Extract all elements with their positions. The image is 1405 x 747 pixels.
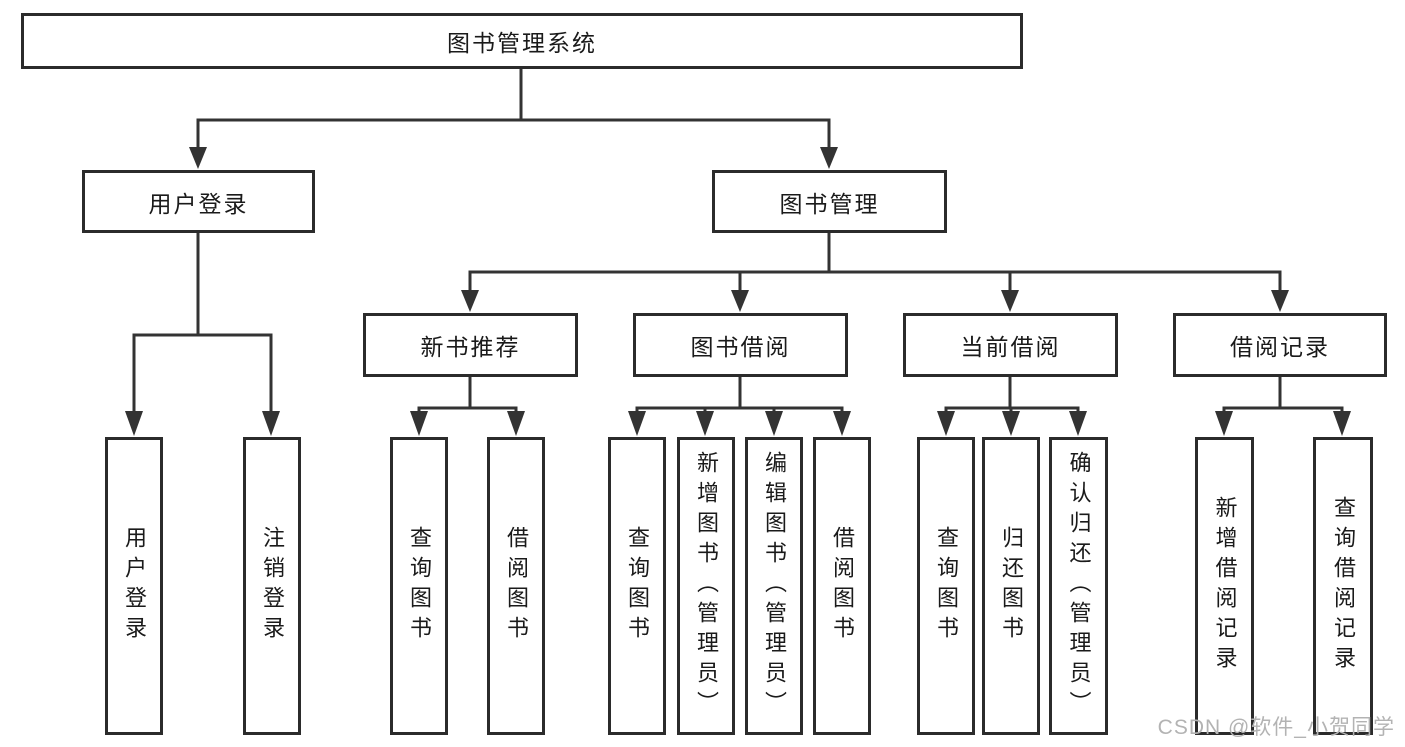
leaf-borrowing-add-book-admin: 新增图书（管理员） (677, 437, 735, 735)
leaf-records-add-record-label: 新增借阅记录 (1212, 496, 1238, 676)
leaf-borrowing-add-book-admin-label: 新增图书（管理员） (694, 451, 719, 721)
leaf-borrowing-edit-book-admin-label: 编辑图书（管理员） (762, 451, 787, 721)
leaf-logout-label: 注销登录 (260, 526, 285, 646)
leaf-records-add-record: 新增借阅记录 (1195, 437, 1254, 735)
leaf-user-login-label: 用户登录 (122, 526, 147, 646)
node-user-login: 用户登录 (82, 170, 315, 233)
node-book-management: 图书管理 (712, 170, 947, 233)
node-library-management-system: 图书管理系统 (21, 13, 1023, 69)
leaf-user-login: 用户登录 (105, 437, 163, 735)
csdn-watermark: CSDN @软件_小贺同学 (1157, 716, 1395, 739)
node-current-borrowing: 当前借阅 (903, 313, 1118, 377)
node-new-book-recommendation: 新书推荐 (363, 313, 578, 377)
leaf-recommend-query-book: 查询图书 (390, 437, 448, 735)
node-borrowing-records: 借阅记录 (1173, 313, 1387, 377)
leaf-current-return-book-label: 归还图书 (999, 526, 1024, 646)
leaf-borrowing-query-book: 查询图书 (608, 437, 666, 735)
leaf-borrowing-query-book-label: 查询图书 (625, 526, 650, 646)
leaf-current-query-book-label: 查询图书 (934, 526, 959, 646)
leaf-borrowing-edit-book-admin: 编辑图书（管理员） (745, 437, 803, 735)
leaf-current-confirm-return-admin: 确认归还（管理员） (1049, 437, 1108, 735)
leaf-current-return-book: 归还图书 (982, 437, 1040, 735)
leaf-borrowing-borrow-book: 借阅图书 (813, 437, 871, 735)
leaf-recommend-borrow-book: 借阅图书 (487, 437, 545, 735)
node-book-borrowing: 图书借阅 (633, 313, 848, 377)
leaf-borrowing-borrow-book-label: 借阅图书 (830, 526, 855, 646)
leaf-logout: 注销登录 (243, 437, 301, 735)
leaf-records-query-record-label: 查询借阅记录 (1331, 496, 1356, 676)
leaf-recommend-query-book-label: 查询图书 (407, 526, 432, 646)
leaf-current-query-book: 查询图书 (917, 437, 975, 735)
leaf-recommend-borrow-book-label: 借阅图书 (504, 526, 529, 646)
leaf-records-query-record: 查询借阅记录 (1313, 437, 1373, 735)
leaf-current-confirm-return-admin-label: 确认归还（管理员） (1066, 451, 1092, 721)
